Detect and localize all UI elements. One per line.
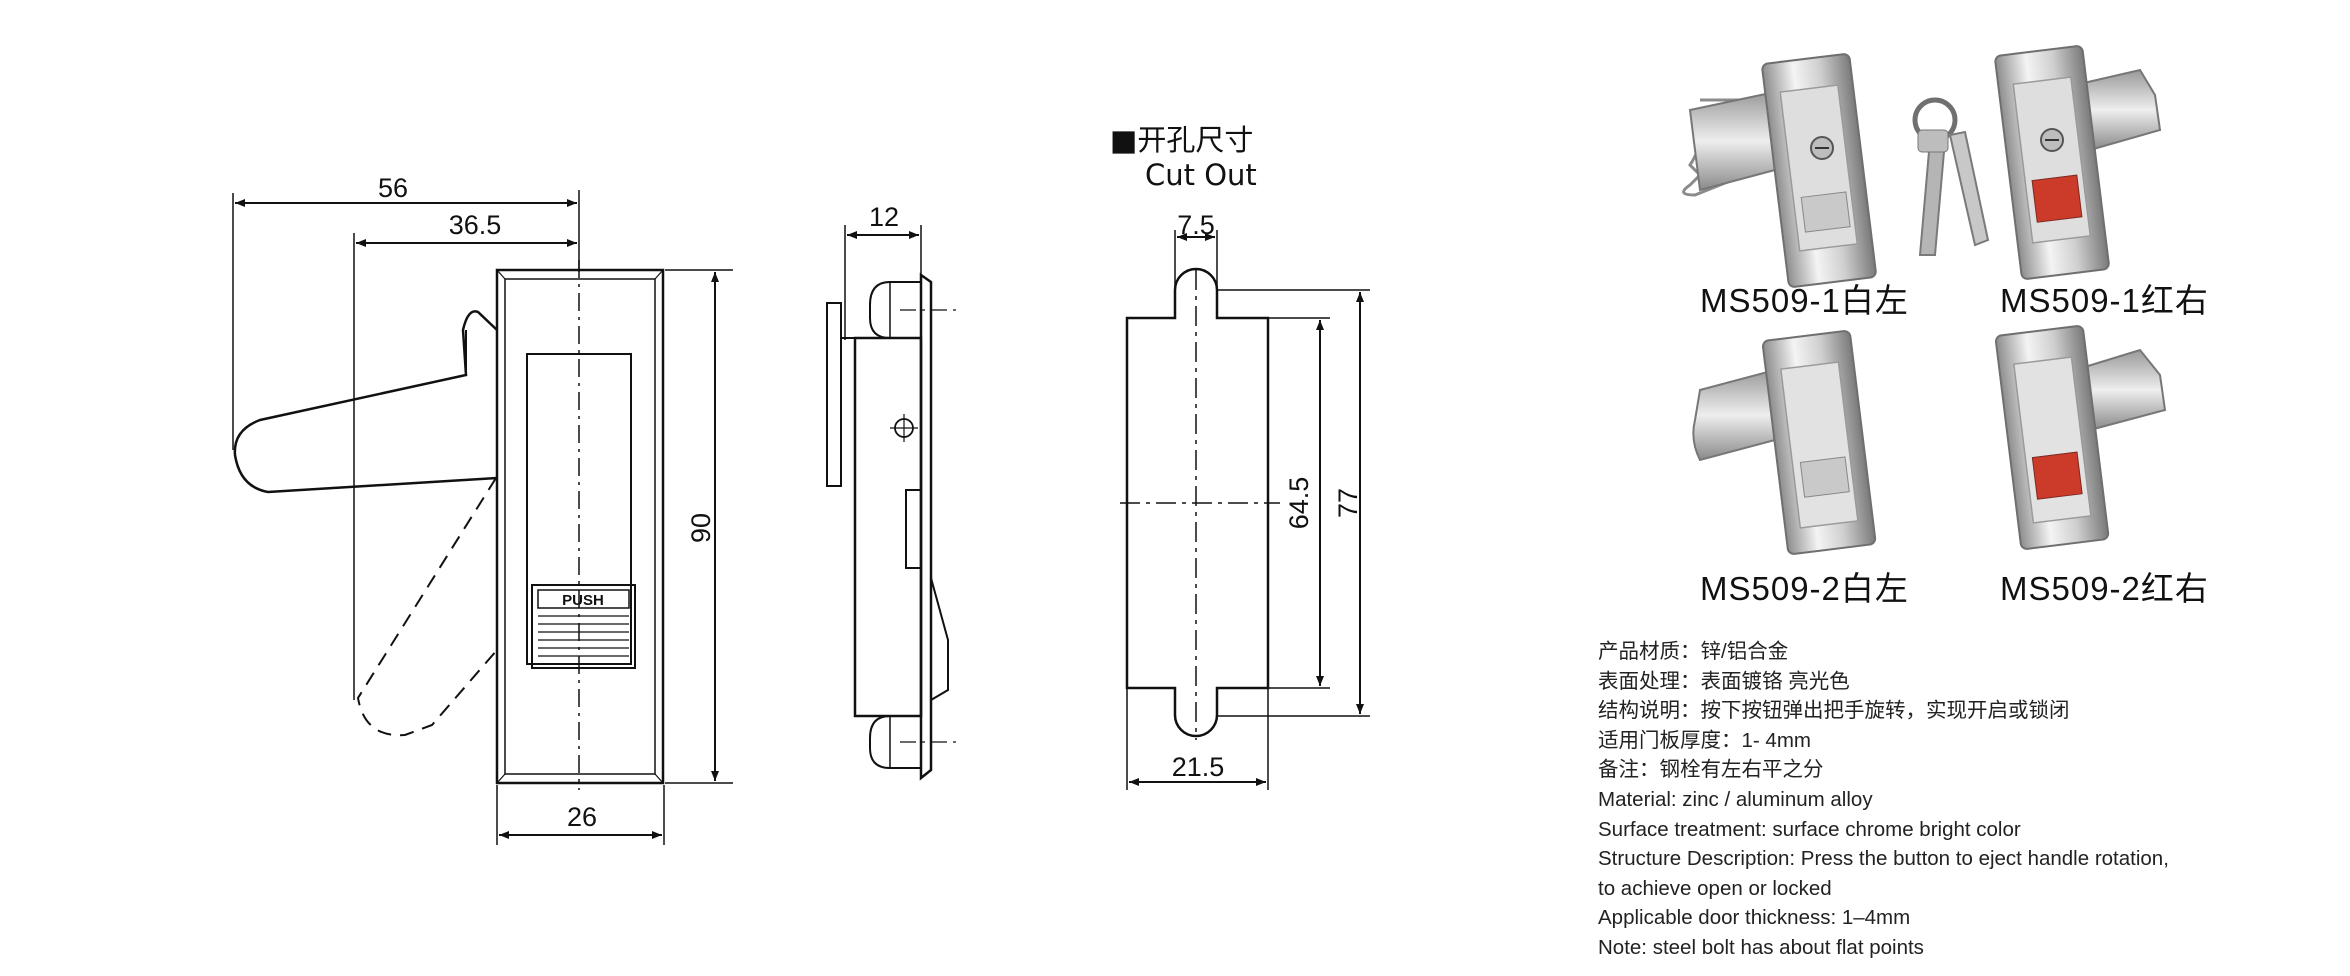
dim-21-5-label: 21.5: [1172, 752, 1225, 782]
push-label: PUSH: [562, 592, 604, 609]
dim-7-5-label: 7.5: [1177, 210, 1215, 240]
dim-12-label: 12: [869, 202, 899, 232]
cut-out-title-cn: ■开孔尺寸: [1110, 123, 1253, 157]
spec-line: Applicable door thickness: 1–4mm: [1598, 906, 1911, 930]
spec-line: to achieve open or locked: [1598, 876, 1832, 900]
side-view: 12: [826, 202, 960, 781]
product-label-ms509-1-red-right: MS509-1红右: [2000, 282, 2209, 319]
spec-line: 结构说明：按下按钮弹出把手旋转，实现开启或锁闭: [1598, 699, 2070, 723]
product-photo-ms509-2-white-left: [1692, 330, 1877, 555]
dim-26-label: 26: [567, 802, 597, 832]
spec-list: 产品材质：锌/铝合金 表面处理：表面镀铬 亮光色 结构说明：按下按钮弹出把手旋转…: [1598, 637, 2338, 963]
spec-line: 适用门板厚度：1- 4mm: [1598, 728, 1811, 752]
dim-64-5-label: 64.5: [1284, 477, 1314, 530]
dim-77-label: 77: [1333, 488, 1363, 518]
spec-line: Surface treatment: surface chrome bright…: [1598, 817, 2021, 841]
spec-line: Material: zinc / aluminum alloy: [1598, 787, 1873, 811]
product-photo-ms509-1-red-right: [1994, 45, 2162, 280]
dim-90-label: 90: [686, 513, 716, 543]
product-label-ms509-2-white-left: MS509-2白左: [1700, 570, 1909, 607]
cut-out-title-en: Cut Out: [1145, 158, 1257, 192]
keys-icon: [1912, 97, 1990, 256]
spec-line: Note: steel bolt has about flat points: [1598, 935, 1924, 959]
spec-line: 备注：钢栓有左右平之分: [1598, 758, 1824, 782]
spec-line: 表面处理：表面镀铬 亮光色: [1598, 669, 1850, 693]
dim-56-label: 56: [378, 173, 408, 203]
product-photo-ms509-1-white-left: [1682, 53, 1877, 288]
product-photo-ms509-2-red-right: [1994, 325, 2167, 550]
spec-line: 产品材质：锌/铝合金: [1598, 640, 1789, 663]
cut-out-view: ■开孔尺寸 Cut Out 7.5 64.5 77 21.5: [1110, 123, 1370, 790]
spec-line: Structure Description: Press the button …: [1598, 847, 2169, 871]
product-label-ms509-2-red-right: MS509-2红右: [2000, 570, 2209, 607]
dim-36-5-label: 36.5: [449, 210, 502, 240]
product-label-ms509-1-white-left: MS509-1白左: [1700, 282, 1909, 319]
front-view: 56 36.5 90 26 PUSH: [232, 173, 733, 845]
